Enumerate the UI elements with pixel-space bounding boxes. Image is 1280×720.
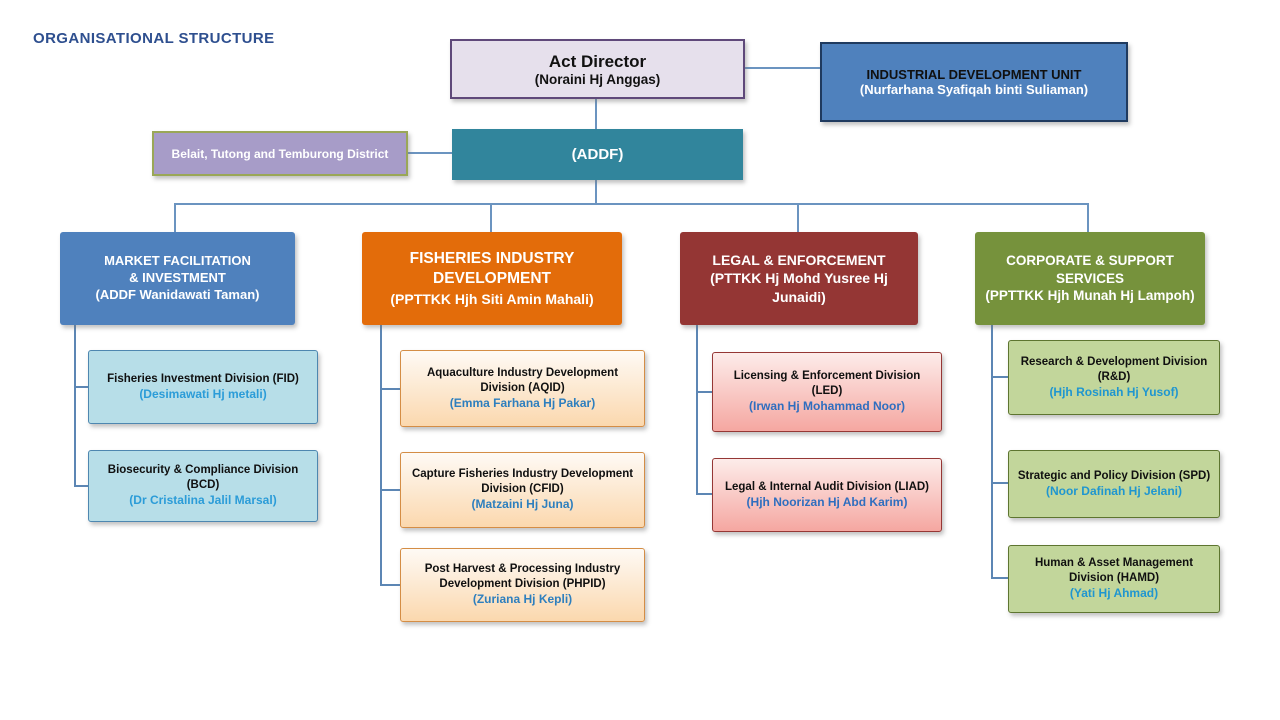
division-box-phpid: Post Harvest & Processing Industry Devel… bbox=[400, 548, 645, 622]
connector-horizontal-bus bbox=[174, 203, 1089, 205]
act-director-name: (Noraini Hj Anggas) bbox=[534, 71, 661, 87]
connector-col4-stub2 bbox=[991, 482, 1008, 484]
dept-title-line2: & INVESTMENT bbox=[129, 270, 226, 286]
division-box-aqid: Aquaculture Industry Development Divisio… bbox=[400, 350, 645, 427]
division-head-name: (Dr Cristalina Jalil Marsal) bbox=[129, 493, 277, 508]
connector-col2-stub3 bbox=[380, 584, 400, 586]
connector-col3-spine bbox=[696, 325, 698, 495]
dept-legal-enforcement-box: LEGAL & ENFORCEMENT (PTTKK Hj Mohd Yusre… bbox=[680, 232, 918, 325]
connector-drop-col4 bbox=[1087, 203, 1089, 233]
dept-head-name: (PPTTKK Hjh Siti Amin Mahali) bbox=[390, 290, 594, 307]
connector-col4-spine bbox=[991, 325, 993, 578]
industrial-development-unit-name: (Nurfarhana Syafiqah binti Suliaman) bbox=[859, 82, 1089, 97]
act-director-box: Act Director (Noraini Hj Anggas) bbox=[450, 39, 745, 99]
division-head-name: (Hjh Noorizan Hj Abd Karim) bbox=[746, 494, 908, 509]
connector-col4-stub3 bbox=[991, 577, 1008, 579]
division-head-name: (Yati Hj Ahmad) bbox=[1069, 586, 1159, 601]
division-head-name: (Desimawati Hj metali) bbox=[139, 386, 267, 401]
division-title: Strategic and Policy Division (SPD) bbox=[1017, 469, 1211, 482]
dept-title-line1: FISHERIES INDUSTRY bbox=[409, 250, 575, 268]
page-title: ORGANISATIONAL STRUCTURE bbox=[33, 30, 275, 47]
district-box: Belait, Tutong and Temburong District bbox=[152, 131, 408, 176]
connector-col3-stub1 bbox=[696, 391, 712, 393]
dept-title-line1: CORPORATE & SUPPORT bbox=[1006, 253, 1174, 269]
dept-head-name: (ADDF Wanidawati Taman) bbox=[95, 286, 260, 302]
division-box-rnd: Research & Development Division (R&D) (H… bbox=[1008, 340, 1220, 415]
division-title: Fisheries Investment Division (FID) bbox=[107, 372, 299, 385]
connector-drop-col3 bbox=[797, 203, 799, 233]
division-title: Capture Fisheries Industry Development D… bbox=[411, 468, 634, 496]
connector-col3-stub2 bbox=[696, 493, 712, 495]
connector-col2-stub1 bbox=[380, 388, 400, 390]
industrial-development-unit-box: INDUSTRIAL DEVELOPMENT UNIT (Nurfarhana … bbox=[820, 42, 1128, 122]
dept-head-name: (PTTKK Hj Mohd Yusree Hj Junaidi) bbox=[710, 270, 888, 305]
division-title: Legal & Internal Audit Division (LIAD) bbox=[724, 480, 930, 493]
dept-title-line1: MARKET FACILITATION bbox=[104, 253, 251, 269]
dept-title-line2: DEVELOPMENT bbox=[433, 270, 551, 288]
connector-addf-trunk bbox=[595, 180, 597, 205]
connector-drop-col2 bbox=[490, 203, 492, 233]
division-head-name: (Emma Farhana Hj Pakar) bbox=[449, 395, 596, 410]
division-head-name: (Hjh Rosinah Hj Yusof) bbox=[1049, 384, 1179, 399]
dept-market-facilitation-box: MARKET FACILITATION & INVESTMENT (ADDF W… bbox=[60, 232, 295, 325]
addf-label: (ADDF) bbox=[571, 146, 624, 163]
connector-col1-stub1 bbox=[74, 386, 88, 388]
connector-col2-stub2 bbox=[380, 489, 400, 491]
addf-box: (ADDF) bbox=[452, 129, 743, 180]
dept-fisheries-industry-box: FISHERIES INDUSTRY DEVELOPMENT (PPTTKK H… bbox=[362, 232, 622, 325]
division-head-name: (Zuriana Hj Kepli) bbox=[472, 592, 573, 607]
connector-col4-stub1 bbox=[991, 376, 1008, 378]
connector-drop-col1 bbox=[174, 203, 176, 233]
district-label: Belait, Tutong and Temburong District bbox=[171, 146, 389, 161]
dept-title-line2: SERVICES bbox=[1055, 270, 1125, 286]
division-title: Aquaculture Industry Development Divisio… bbox=[426, 366, 619, 394]
division-box-bcd: Biosecurity & Compliance Division (BCD) … bbox=[88, 450, 318, 522]
division-head-name: (Matzaini Hj Juna) bbox=[471, 497, 574, 512]
division-title: Post Harvest & Processing Industry Devel… bbox=[424, 563, 621, 591]
connector-director-addf bbox=[595, 99, 597, 130]
division-box-spd: Strategic and Policy Division (SPD) (Noo… bbox=[1008, 450, 1220, 518]
division-box-cfid: Capture Fisheries Industry Development D… bbox=[400, 452, 645, 528]
connector-col1-stub2 bbox=[74, 485, 88, 487]
division-title: Biosecurity & Compliance Division (BCD) bbox=[107, 464, 299, 492]
connector-col2-spine bbox=[380, 325, 382, 585]
division-box-hamd: Human & Asset Management Division (HAMD)… bbox=[1008, 545, 1220, 613]
industrial-development-unit-title: INDUSTRIAL DEVELOPMENT UNIT bbox=[866, 67, 1082, 82]
division-head-name: (Noor Dafinah Hj Jelani) bbox=[1045, 483, 1182, 498]
act-director-title: Act Director bbox=[548, 51, 647, 71]
division-title: Licensing & Enforcement Division (LED) bbox=[733, 370, 921, 398]
dept-corporate-support-box: CORPORATE & SUPPORT SERVICES (PPTTKK Hjh… bbox=[975, 232, 1205, 325]
division-head-name: (Irwan Hj Mohammad Noor) bbox=[748, 399, 905, 414]
division-title: Human & Asset Management Division (HAMD) bbox=[1034, 557, 1194, 585]
division-box-led: Licensing & Enforcement Division (LED) (… bbox=[712, 352, 942, 432]
connector-col1-spine bbox=[74, 325, 76, 487]
connector-director-idu bbox=[745, 67, 821, 69]
connector-district-addf bbox=[408, 152, 453, 154]
division-title: Research & Development Division (R&D) bbox=[1020, 355, 1208, 383]
division-box-liad: Legal & Internal Audit Division (LIAD) (… bbox=[712, 458, 942, 532]
dept-title-line1: LEGAL & ENFORCEMENT bbox=[712, 252, 886, 269]
dept-head-name: (PPTTKK Hjh Munah Hj Lampoh) bbox=[985, 288, 1195, 304]
division-box-fid: Fisheries Investment Division (FID) (Des… bbox=[88, 350, 318, 424]
